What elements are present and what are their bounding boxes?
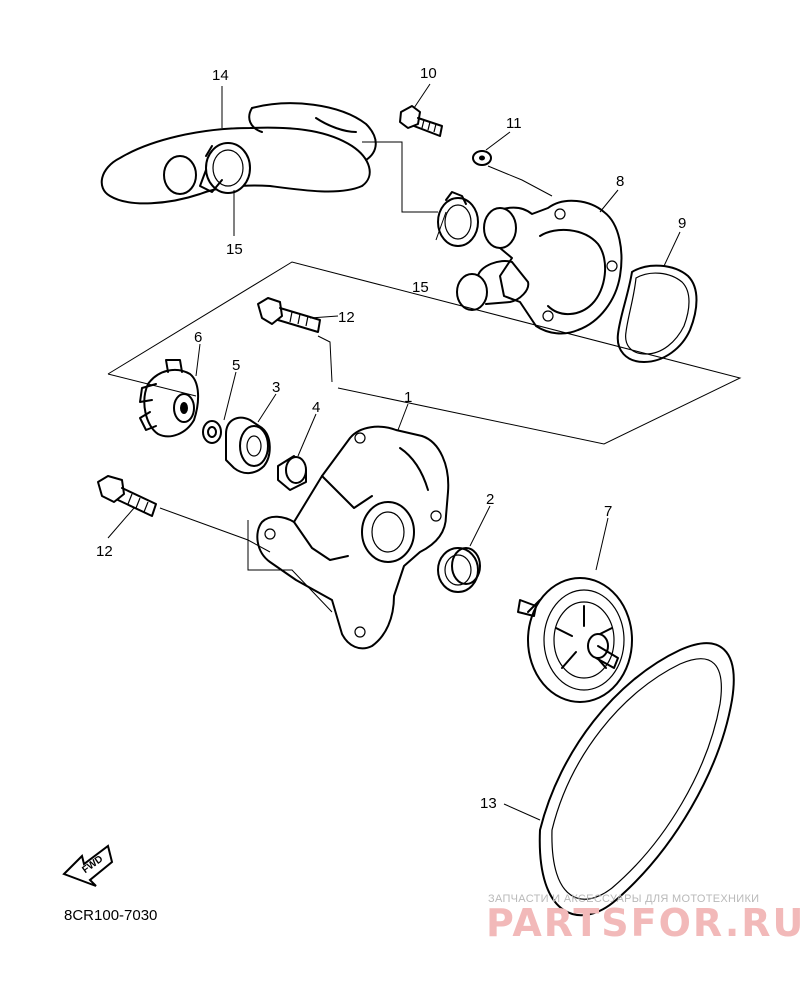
diagram-code: 8CR100-7030	[64, 907, 157, 924]
callout-5: 5	[232, 357, 240, 374]
part-14-coolant-hose	[100, 102, 377, 205]
part-12-bolt-upper	[257, 297, 321, 333]
callout-leader-lines	[107, 83, 681, 821]
watermark-brand: PARTSFOR.RU	[486, 901, 800, 945]
part-7-pulley	[517, 577, 633, 703]
fwd-direction-arrow: FWD	[62, 844, 114, 887]
part-6-impeller	[139, 359, 200, 438]
callout-10: 10	[420, 65, 437, 82]
callout-7: 7	[604, 503, 612, 520]
part-15-hose-clamp-upper	[199, 142, 251, 194]
part-4-collar	[277, 455, 307, 491]
assembly-reference-lines	[107, 141, 742, 613]
part-1-pump-housing	[256, 425, 450, 650]
part-12-bolt-lower	[97, 475, 157, 517]
callout-15-lower: 15	[412, 279, 429, 296]
callout-1: 1	[404, 389, 412, 406]
callout-3: 3	[272, 379, 280, 396]
part-5-washer	[202, 420, 222, 444]
callout-8: 8	[616, 173, 624, 190]
callout-13: 13	[480, 795, 497, 812]
callout-11: 11	[506, 115, 522, 132]
watermark: ЗАПЧАСТИ И АКСЕССУАРЫ ДЛЯ МОТОТЕХНИКИ PA…	[486, 893, 800, 945]
callout-6: 6	[194, 329, 202, 346]
callout-2: 2	[486, 491, 494, 508]
part-2-bearing	[437, 547, 481, 593]
callout-12-upper: 12	[338, 309, 355, 326]
part-15-hose-clamp-lower	[437, 191, 479, 247]
callout-9: 9	[678, 215, 686, 232]
callout-14: 14	[212, 67, 229, 84]
part-10-bolt	[399, 105, 443, 137]
part-13-drive-belt	[538, 642, 735, 917]
callout-numbers: 14 15 10 11 8 9 15 12 6 5 3 4 1 2 7 12 1…	[96, 65, 686, 812]
watermark-caption: ЗАПЧАСТИ И АКСЕССУАРЫ ДЛЯ МОТОТЕХНИКИ	[488, 893, 759, 905]
part-11-washer	[472, 150, 492, 166]
part-8-pump-cover	[456, 199, 623, 335]
callout-4: 4	[312, 399, 320, 416]
callout-15-upper: 15	[226, 241, 243, 258]
part-3-mechanical-seal	[225, 416, 271, 474]
part-9-gasket	[616, 264, 698, 363]
callout-12-lower: 12	[96, 543, 113, 560]
